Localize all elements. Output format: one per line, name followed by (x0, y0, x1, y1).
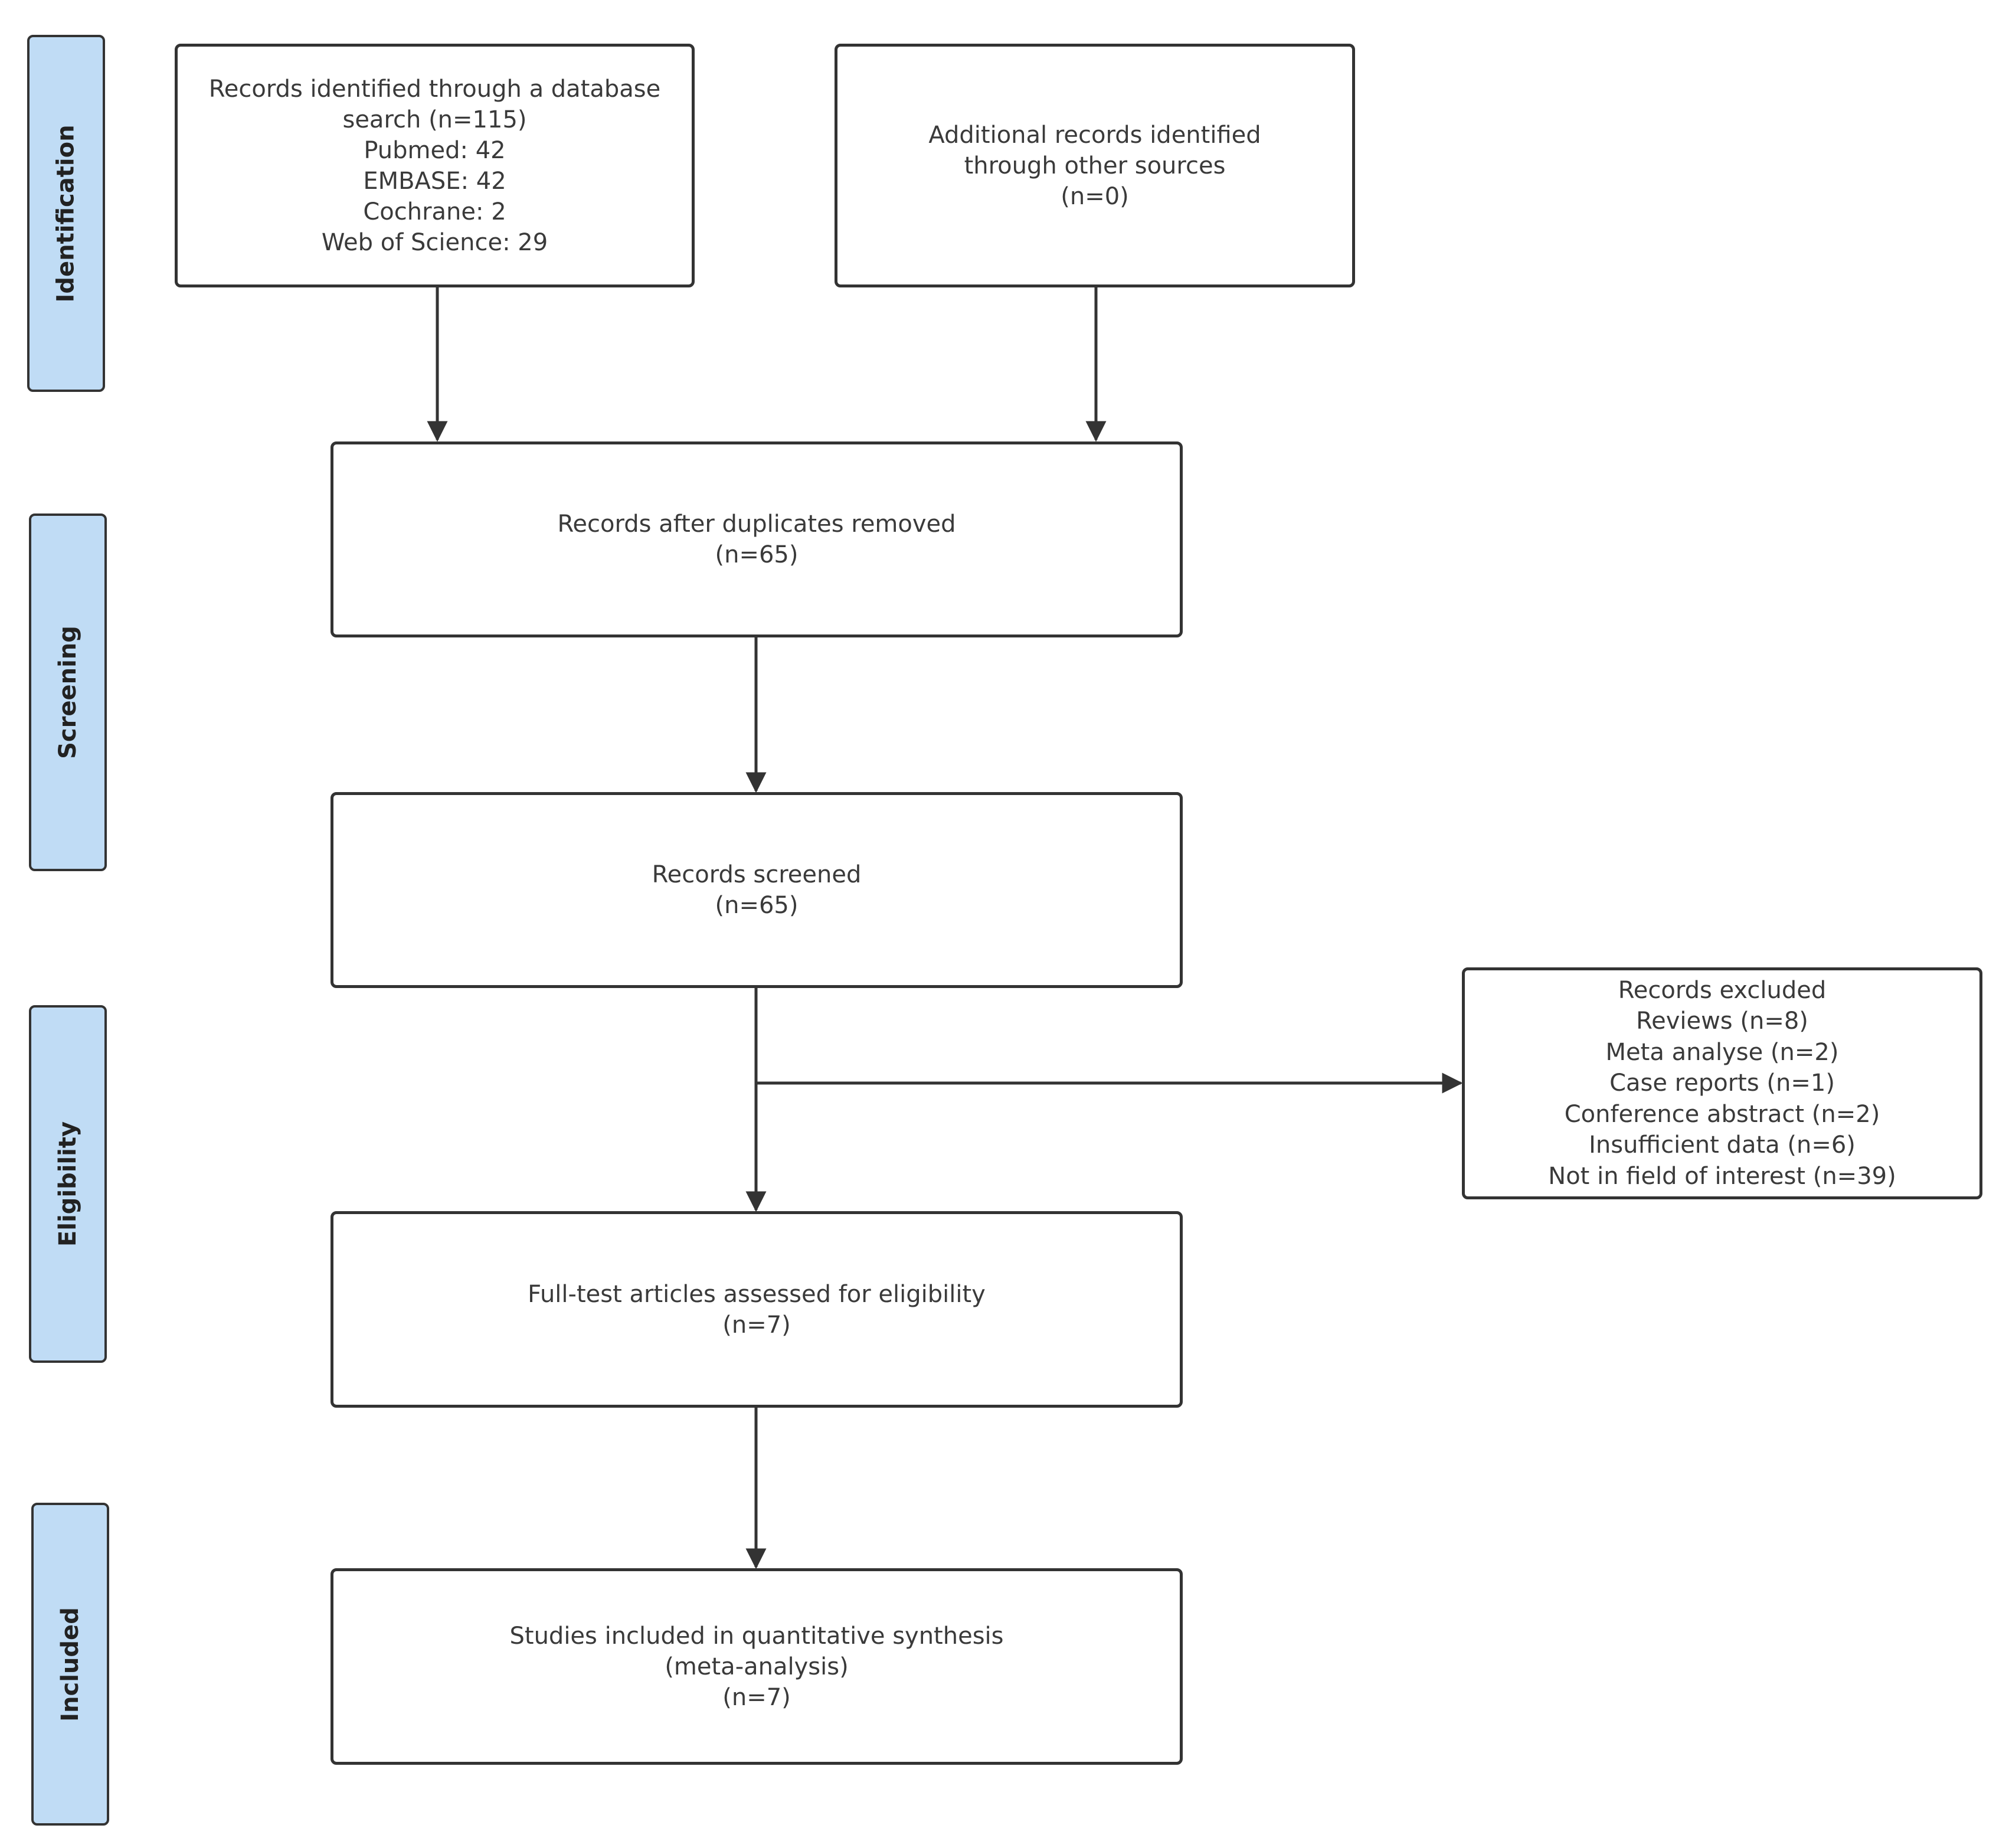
other-sources-line: Additional records identified (928, 121, 1261, 149)
duplicates-removed-line: (n=65) (715, 541, 799, 568)
stage-identification-label: Identification (53, 124, 80, 303)
database-search-line: search (n=115) (342, 106, 527, 133)
records-screened-line: Records screened (652, 861, 862, 888)
stage-included: Included (31, 1503, 109, 1826)
stage-identification: Identification (27, 35, 105, 392)
full-text-assessed-line: (n=7) (722, 1311, 791, 1339)
records-excluded-line: Meta analyse (n=2) (1605, 1038, 1839, 1066)
database-search-line: Records identified through a database (208, 75, 661, 103)
records-excluded-line: Records excluded (1618, 976, 1827, 1004)
studies-included-line: (n=7) (722, 1683, 791, 1711)
records-excluded-line: Reviews (n=8) (1636, 1008, 1808, 1035)
stage-eligibility-label: Eligibility (54, 1121, 81, 1247)
records-excluded-line: Conference abstract (n=2) (1564, 1100, 1880, 1128)
duplicates-removed-box: Records after duplicates removed (n=65) (331, 441, 1183, 637)
records-excluded-line: Insufficient data (n=6) (1589, 1131, 1856, 1159)
database-search-line: Pubmed: 42 (364, 136, 506, 164)
stage-eligibility: Eligibility (29, 1005, 107, 1363)
other-sources-box: Additional records identified through ot… (835, 44, 1355, 287)
studies-included-line: Studies included in quantitative synthes… (509, 1622, 1004, 1650)
stage-screening: Screening (29, 513, 107, 871)
database-search-line: EMBASE: 42 (363, 167, 506, 195)
duplicates-removed-line: Records after duplicates removed (557, 511, 956, 538)
other-sources-line: through other sources (964, 152, 1226, 179)
database-search-box: Records identified through a database se… (175, 44, 695, 287)
database-search-line: Web of Science: 29 (321, 228, 548, 256)
records-excluded-line: Case reports (n=1) (1609, 1069, 1835, 1097)
records-excluded-line: Not in field of interest (n=39) (1548, 1162, 1896, 1190)
studies-included-line: (meta-analysis) (665, 1653, 849, 1680)
full-text-assessed-line: Full-test articles assessed for eligibil… (528, 1280, 986, 1308)
database-search-line: Cochrane: 2 (363, 198, 506, 225)
stage-included-label: Included (57, 1607, 84, 1722)
studies-included-box: Studies included in quantitative synthes… (331, 1568, 1183, 1765)
records-screened-line: (n=65) (715, 892, 799, 919)
other-sources-line: (n=0) (1061, 182, 1129, 210)
records-excluded-box: Records excluded Reviews (n=8) Meta anal… (1462, 967, 1982, 1199)
records-screened-box: Records screened (n=65) (331, 792, 1183, 988)
stage-screening-label: Screening (54, 626, 81, 759)
full-text-assessed-box: Full-test articles assessed for eligibil… (331, 1211, 1183, 1408)
